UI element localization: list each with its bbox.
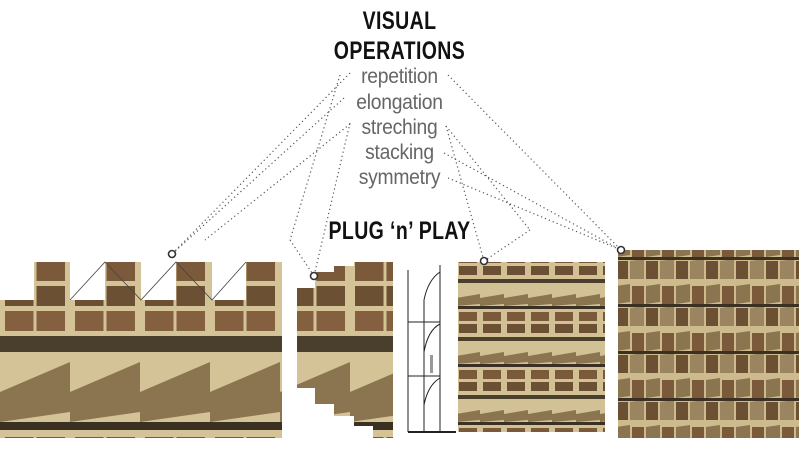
panel-symmetry	[618, 250, 799, 438]
title-line-1: VISUAL	[362, 7, 437, 35]
panel-repetition	[0, 261, 282, 438]
node-circle-icon	[616, 245, 626, 255]
operation-symmetry: symmetry	[358, 166, 441, 189]
node-circle-icon	[309, 271, 319, 281]
node-circle-icon	[479, 256, 489, 266]
title-line-2: OPERATIONS	[333, 37, 466, 65]
subtitle: PLUG ‘n’ PLAY	[328, 217, 471, 245]
connector-nodes	[167, 245, 626, 281]
operation-repetition: repetition	[361, 65, 438, 88]
operation-elongation: elongation	[356, 91, 443, 114]
panel-section-drawing	[407, 265, 456, 433]
operation-streching: streching	[361, 116, 438, 139]
dotted-connectors	[171, 72, 622, 277]
node-circle-icon	[167, 249, 177, 259]
panel-stacking	[458, 262, 605, 432]
operation-stacking: stacking	[365, 141, 434, 164]
panel-elongation	[297, 262, 393, 438]
